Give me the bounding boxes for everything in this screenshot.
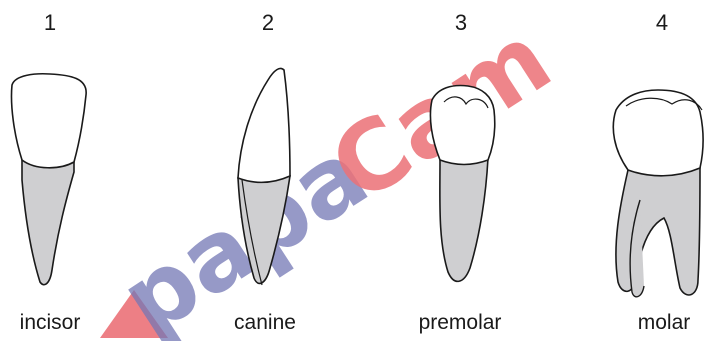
tooth-number-1: 1: [44, 10, 56, 36]
tooth-name-incisor: incisor: [20, 311, 81, 335]
molar-roots: [616, 168, 700, 295]
tooth-number-3: 3: [455, 10, 467, 36]
tooth-number-4: 4: [656, 10, 668, 36]
tooth-name-molar: molar: [638, 311, 691, 335]
molar-crown: [613, 90, 703, 176]
tooth-name-premolar: premolar: [419, 311, 502, 335]
tooth-name-canine: canine: [234, 311, 296, 335]
tooth-number-2: 2: [262, 10, 274, 36]
